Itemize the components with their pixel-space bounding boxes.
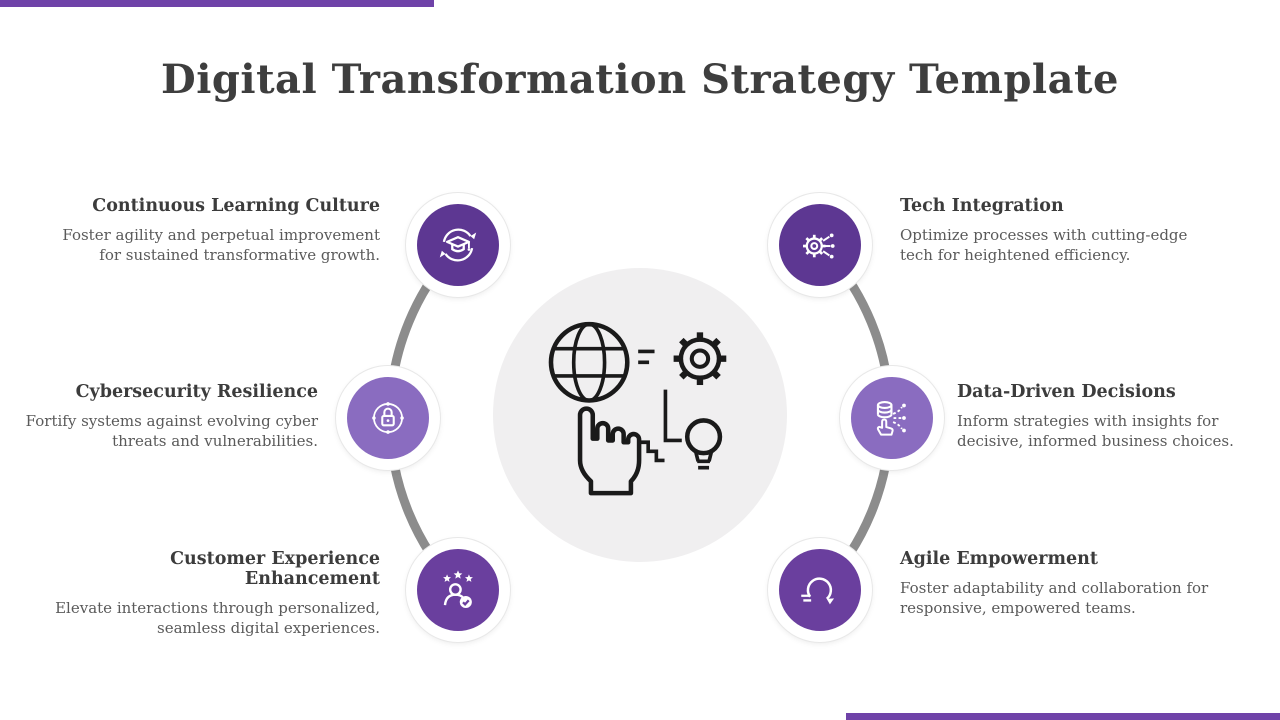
- item-title: Continuous Learning Culture: [92, 196, 380, 216]
- item-desc: Optimize processes with cutting-edge tec…: [900, 226, 1188, 265]
- center-hub-circle: [493, 268, 787, 562]
- item-tech-integration: Tech Integration Optimize processes with…: [900, 196, 1200, 265]
- node-data-decisions: [840, 366, 944, 470]
- item-continuous-learning: Continuous Learning Culture Foster agili…: [60, 196, 380, 265]
- customer-experience-disc: [417, 549, 499, 631]
- agile-empowerment-disc: [779, 549, 861, 631]
- item-agile-empowerment: Agile Empowerment Foster adaptability an…: [900, 549, 1215, 618]
- bottom-accent-bar: [846, 713, 1280, 720]
- cybersecurity-disc: [347, 377, 429, 459]
- top-accent-bar: [0, 0, 434, 7]
- node-cybersecurity: [336, 366, 440, 470]
- item-desc: Fortify systems against evolving cyber t…: [25, 412, 318, 451]
- digital-transformation-center-icon: [548, 321, 727, 496]
- item-title: Tech Integration: [900, 196, 1064, 216]
- node-tech-integration: [768, 193, 872, 297]
- node-customer-experience: [406, 538, 510, 642]
- tech-integration-disc: [779, 204, 861, 286]
- learning-disc: [417, 204, 499, 286]
- customer-experience-icon: [443, 570, 473, 609]
- page-title: Digital Transformation Strategy Template: [161, 56, 1119, 103]
- agile-cycle-icon: [801, 577, 835, 605]
- node-agile-empowerment: [768, 538, 872, 642]
- item-title: Cybersecurity Resilience: [75, 382, 318, 402]
- data-decisions-icon: [876, 401, 906, 436]
- item-desc: Foster agility and perpetual improvement…: [62, 226, 380, 265]
- item-cybersecurity: Cybersecurity Resilience Fortify systems…: [18, 382, 318, 451]
- node-continuous-learning: [406, 193, 510, 297]
- item-title: Data-Driven Decisions: [957, 382, 1176, 402]
- cybersecurity-lock-icon: [372, 402, 404, 434]
- data-decisions-disc: [851, 377, 933, 459]
- item-desc: Inform strategies with insights for deci…: [957, 412, 1234, 451]
- item-title: Customer Experience Enhancement: [170, 549, 380, 589]
- item-customer-experience: Customer Experience Enhancement Elevate …: [40, 549, 380, 638]
- item-title: Agile Empowerment: [900, 549, 1098, 569]
- tech-integration-gear-icon: [803, 233, 835, 259]
- item-data-decisions: Data-Driven Decisions Inform strategies …: [957, 382, 1242, 451]
- item-desc: Elevate interactions through personalize…: [55, 599, 380, 638]
- item-desc: Foster adaptability and collaboration fo…: [900, 579, 1209, 618]
- learning-cycle-icon: [439, 228, 477, 262]
